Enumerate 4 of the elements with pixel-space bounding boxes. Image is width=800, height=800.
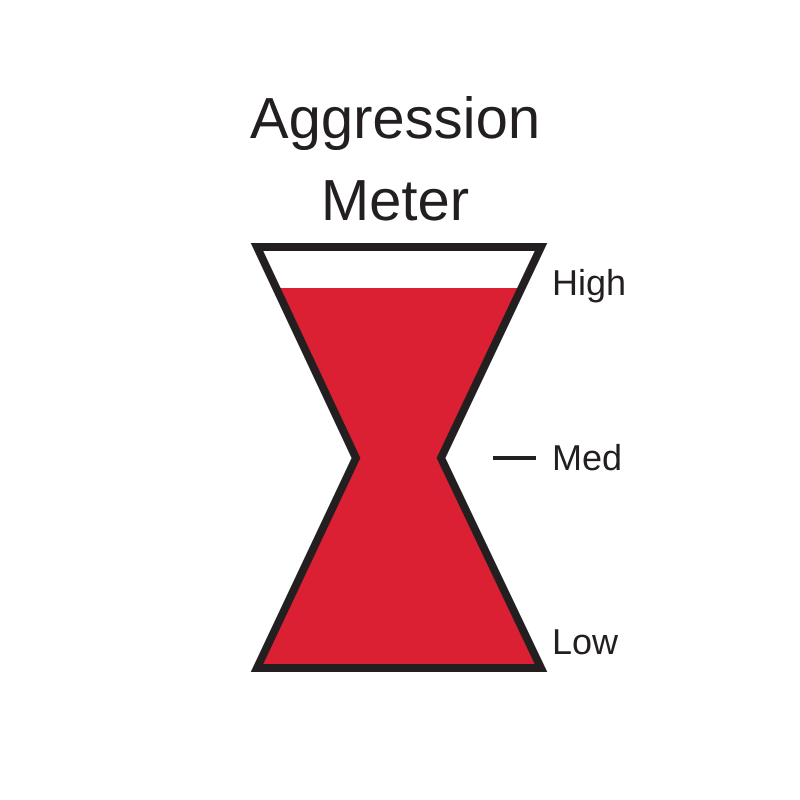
- level-label: Low: [552, 622, 618, 662]
- level-label: High: [552, 263, 626, 303]
- title: Aggression Meter: [248, 85, 542, 235]
- level-label: Med: [552, 438, 622, 478]
